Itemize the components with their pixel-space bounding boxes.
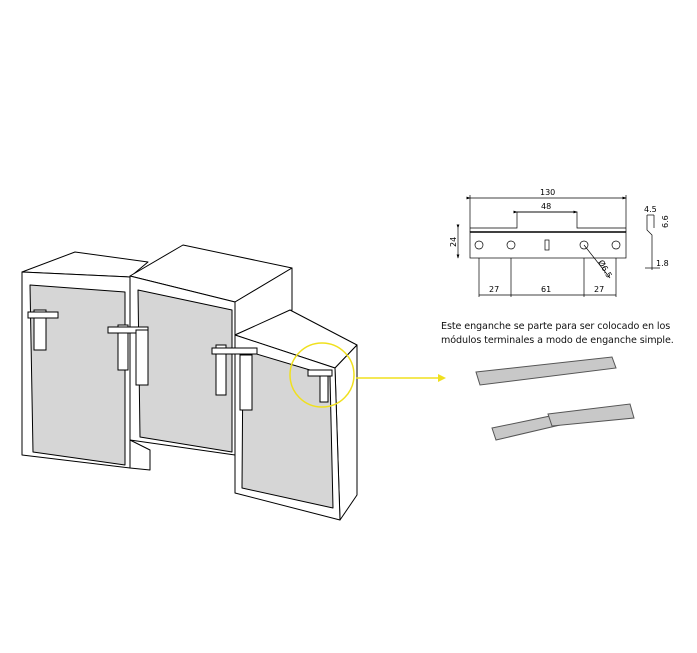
dim-61: 61 bbox=[541, 285, 551, 294]
dim-130: 130 bbox=[540, 188, 555, 197]
dim-6-6: 6.6 bbox=[661, 215, 670, 228]
cabinet-left bbox=[21, 251, 149, 469]
dimension-drawing bbox=[456, 195, 660, 297]
caption-line-2: módulos terminales a modo de enganche si… bbox=[441, 335, 674, 346]
dim-27-right: 27 bbox=[594, 285, 604, 294]
dim-4-5: 4.5 bbox=[644, 205, 657, 214]
dimension-labels: 130 48 24 27 61 27 Ø6.5 4.5 6.6 1.8 bbox=[449, 188, 670, 294]
dim-48: 48 bbox=[541, 202, 551, 211]
caption-line-1: Este enganche se parte para ser colocado… bbox=[441, 321, 671, 332]
bracket-split-images bbox=[475, 356, 635, 441]
dim-24: 24 bbox=[449, 237, 458, 247]
dim-27-left: 27 bbox=[489, 285, 499, 294]
caption: Este enganche se parte para ser colocado… bbox=[441, 320, 691, 348]
cabinet-right bbox=[234, 309, 358, 521]
hinge-hardware bbox=[27, 309, 333, 411]
dim-1-8: 1.8 bbox=[656, 259, 669, 268]
highlight-circle bbox=[289, 342, 355, 408]
cabinet-middle bbox=[129, 244, 293, 471]
dim-diameter: Ø6.5 bbox=[596, 258, 614, 279]
